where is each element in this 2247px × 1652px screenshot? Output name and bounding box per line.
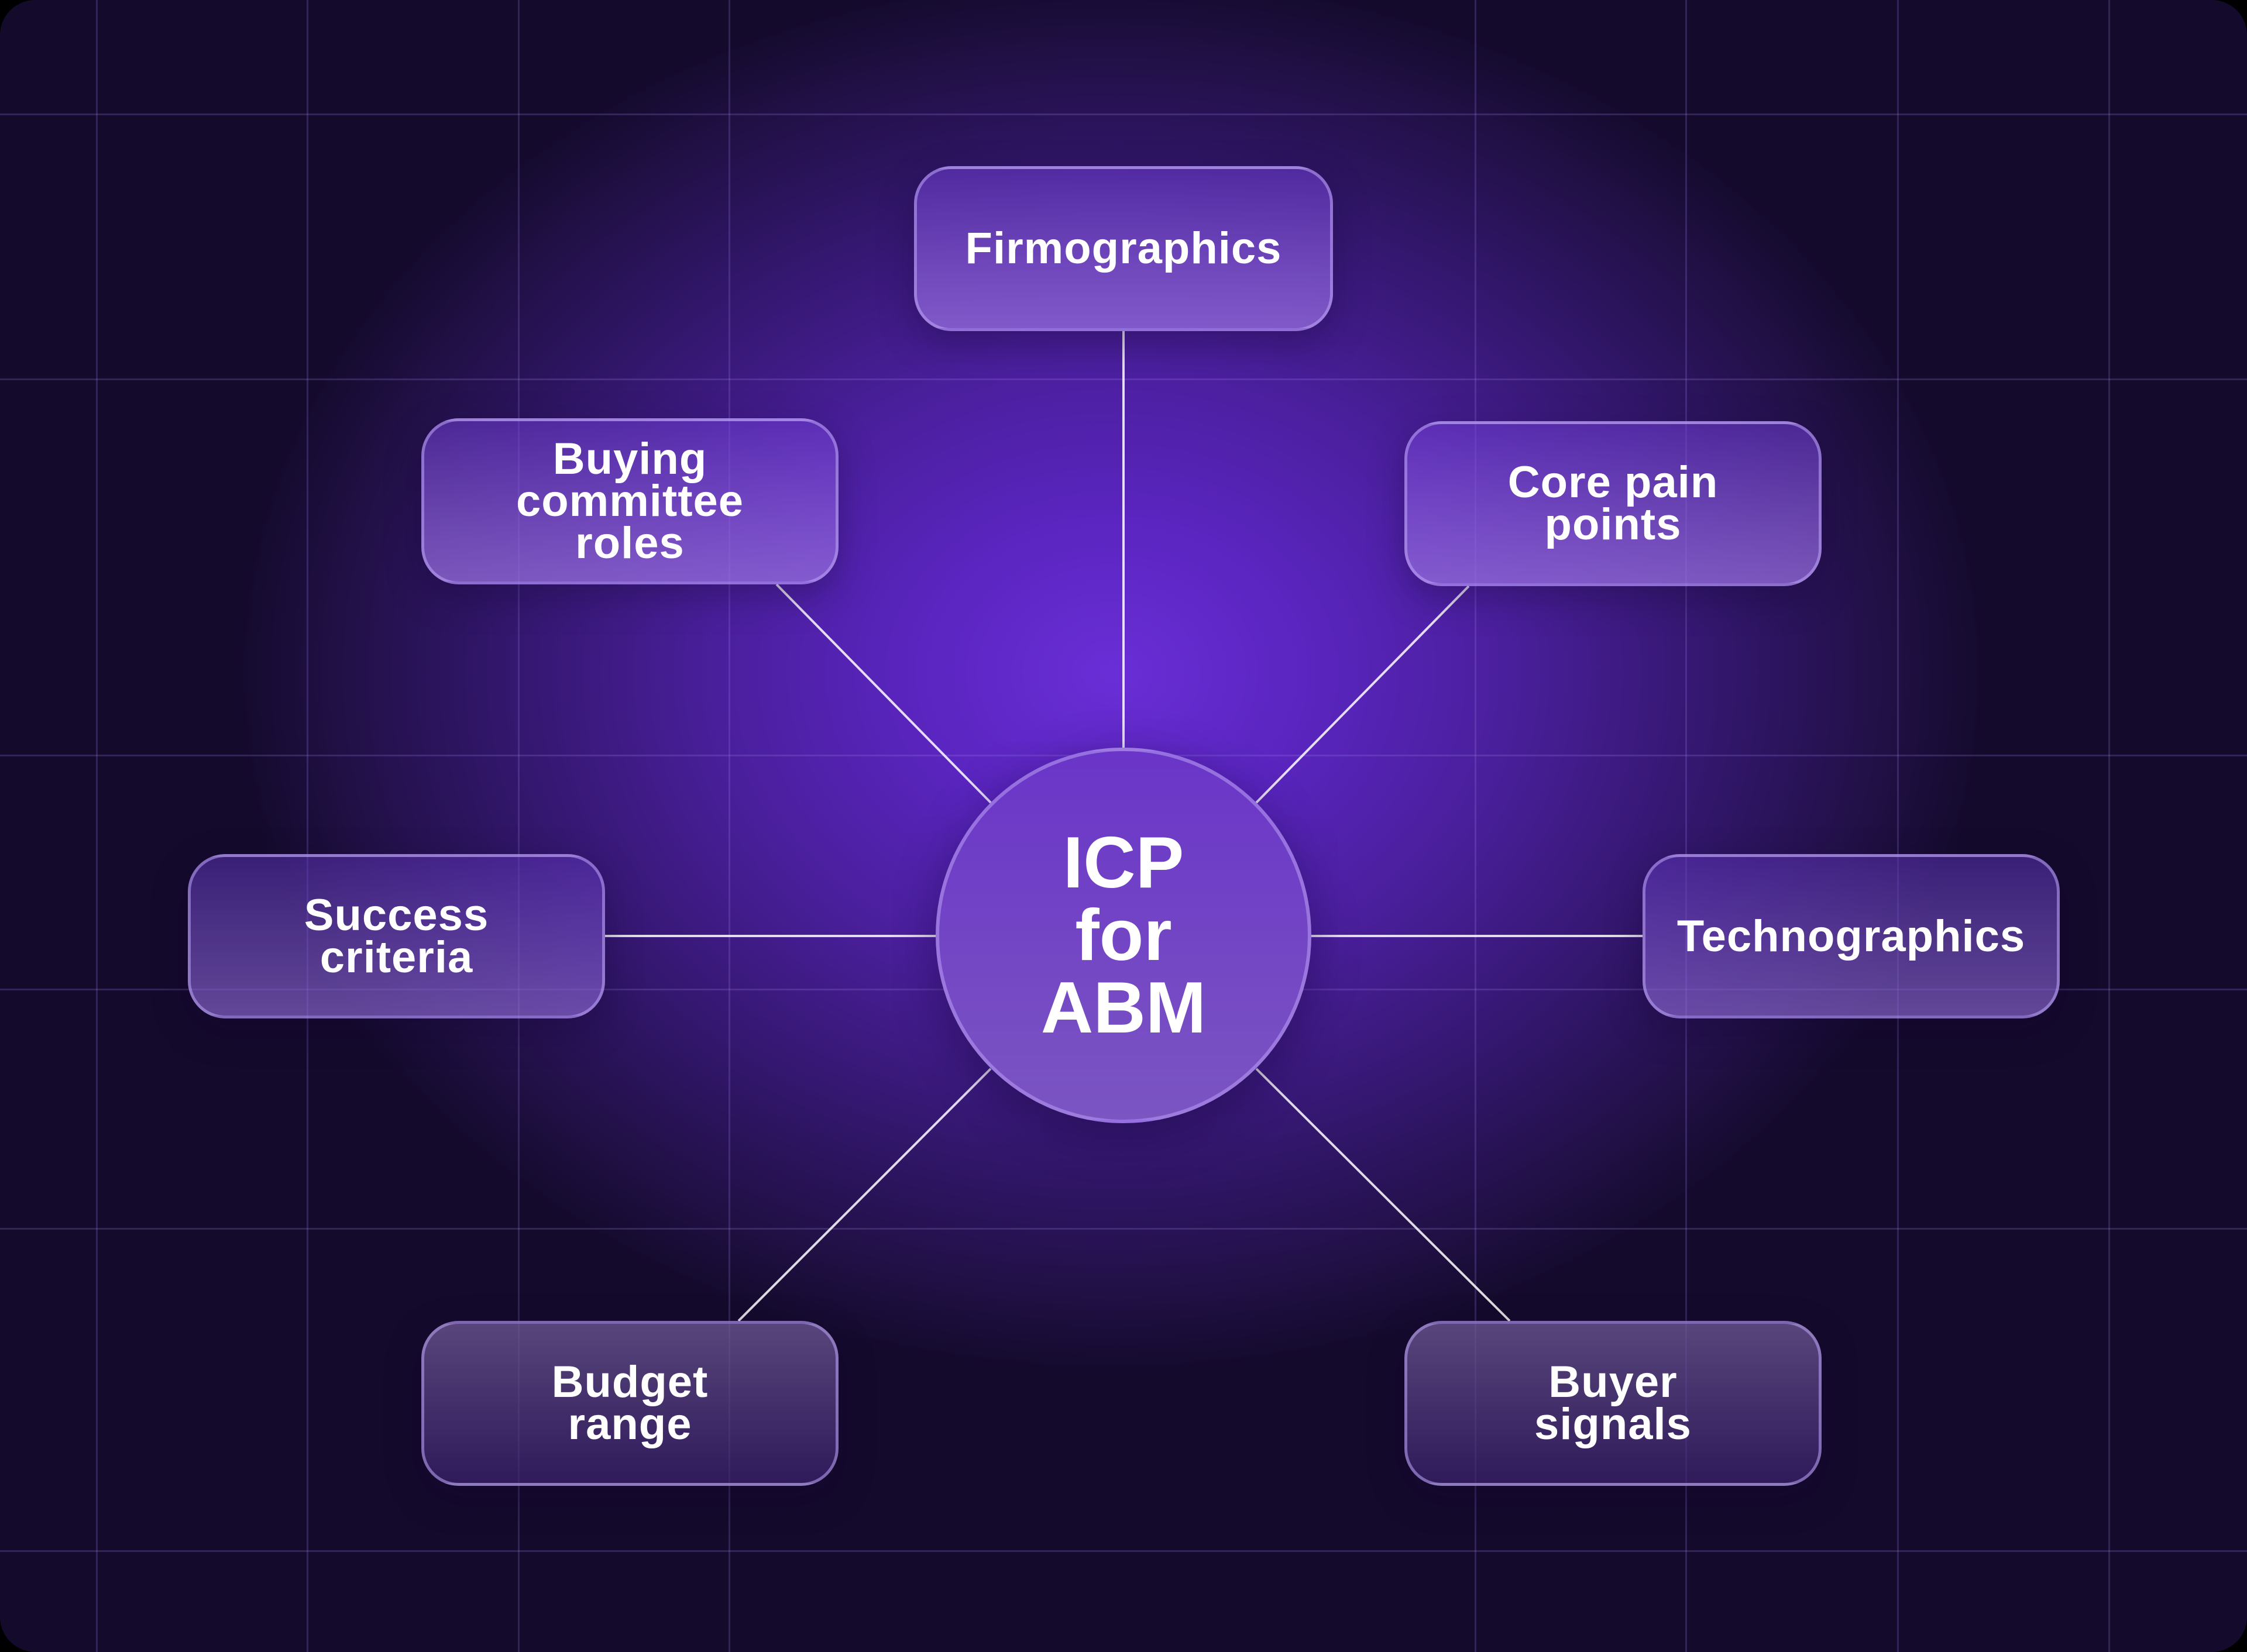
node-buying-committee-roles[interactable]: Buying committee roles [421,418,839,584]
connector-core-pain-points [1255,585,1470,804]
grid-line [1685,0,1687,1652]
node-label: Buyer signals [1534,1357,1692,1449]
grid-line [96,0,98,1652]
node-buyer-signals[interactable]: Buyer signals [1404,1321,1822,1486]
node-label: Firmographics [965,223,1282,273]
node-success-criteria[interactable]: Success criteria [188,854,605,1018]
connector-buyer-signals [1255,1068,1511,1322]
node-technographics[interactable]: Technographics [1643,854,2060,1018]
node-label: Buying committee roles [516,434,744,568]
node-budget-range[interactable]: Budget range [421,1321,839,1486]
grid-line [307,0,308,1652]
center-hub-icp-for-abm[interactable]: ICP for ABM [936,748,1311,1123]
grid-line [1897,0,1899,1652]
node-label: Budget range [551,1357,709,1449]
grid-line [1475,0,1476,1652]
grid-line [729,0,730,1652]
grid-line [518,0,520,1652]
center-label: ICP for ABM [1040,822,1207,1048]
grid-line [0,1228,2247,1230]
grid-line [2108,0,2110,1652]
grid-line [0,113,2247,115]
grid-line [0,1550,2247,1552]
node-label: Success criteria [304,890,489,982]
connector-budget-range [737,1068,992,1322]
node-label: Technographics [1676,911,2026,961]
connector-buying-committee-roles [775,583,992,804]
node-firmographics[interactable]: Firmographics [914,166,1333,331]
node-core-pain-points[interactable]: Core pain points [1404,421,1822,586]
node-label: Core pain points [1507,457,1719,549]
